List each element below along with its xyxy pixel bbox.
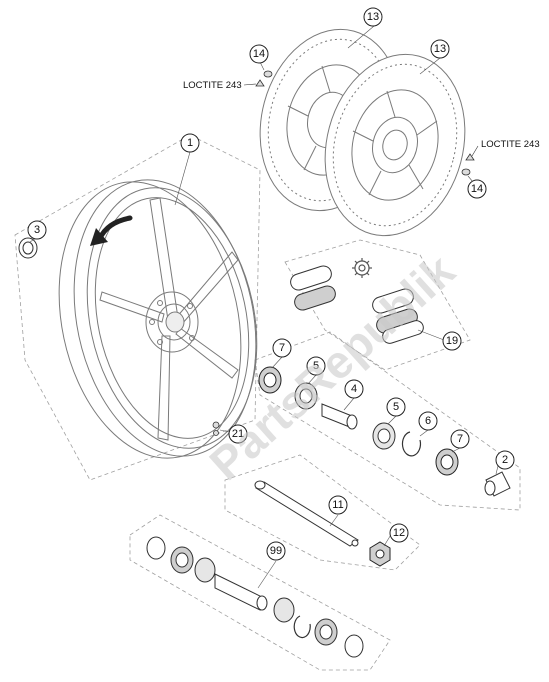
callout-19: 19	[442, 331, 462, 351]
loctite-label-left: LOCTITE 243	[183, 80, 242, 91]
brake-disc-right	[324, 53, 466, 237]
callout-21: 21	[228, 424, 248, 444]
spacer-group-frame	[224, 454, 421, 571]
svg-text:3: 3	[34, 224, 40, 236]
svg-text:19: 19	[446, 335, 458, 347]
svg-text:13: 13	[367, 11, 379, 23]
callout-13-right: 13	[430, 39, 450, 59]
callout-12: 12	[389, 523, 409, 543]
callout-1: 1	[180, 133, 200, 153]
brake-pads	[290, 265, 424, 344]
loctite-label-right: LOCTITE 243	[481, 139, 540, 150]
bearing-5-left	[294, 382, 318, 410]
svg-text:1: 1	[187, 137, 193, 149]
svg-text:6: 6	[425, 415, 431, 427]
svg-text:13: 13	[434, 43, 446, 55]
callouts: 1 3 13 13 14 14 19 7 5 4 5 6 7 2 21 11 1…	[27, 7, 515, 561]
watermark: PartsRepublik	[200, 244, 465, 490]
bearing-group-frame	[254, 331, 521, 511]
callout-6: 6	[418, 411, 438, 431]
callout-5-right: 5	[386, 397, 406, 417]
svg-text:4: 4	[351, 383, 357, 395]
disc-bolt-left	[255, 70, 273, 87]
callout-7-left: 7	[272, 338, 292, 358]
svg-text:5: 5	[393, 401, 399, 413]
svg-text:14: 14	[253, 48, 265, 60]
bearing-5-right	[372, 422, 396, 450]
bearing-seal-7-left	[258, 366, 282, 394]
callout-11: 11	[328, 495, 348, 515]
svg-text:21: 21	[232, 428, 244, 440]
screw-21	[212, 421, 220, 436]
kit-group-frame	[129, 514, 391, 671]
callout-7-right: 7	[450, 429, 470, 449]
svg-text:7: 7	[457, 433, 463, 445]
spacer-tube-4	[321, 403, 358, 430]
spacer-2	[484, 471, 511, 497]
bearing-seal-7-right	[435, 448, 459, 476]
svg-text:11: 11	[332, 499, 343, 511]
svg-text:14: 14	[471, 183, 483, 195]
callout-14-right: 14	[467, 179, 487, 199]
callout-3: 3	[27, 220, 47, 240]
svg-text:12: 12	[393, 527, 405, 539]
svg-text:7: 7	[279, 342, 285, 354]
spacer-3	[18, 237, 38, 259]
svg-text:99: 99	[270, 545, 282, 557]
wheel-group-frame	[14, 134, 261, 481]
disc-bolt-right	[461, 153, 475, 176]
callout-14-left: 14	[249, 44, 269, 64]
callout-99: 99	[266, 541, 286, 561]
group-frames	[14, 134, 521, 671]
callout-13-left: 13	[363, 7, 383, 27]
callout-5-left: 5	[306, 356, 326, 376]
gear-icon	[352, 258, 372, 278]
wheel-rim	[58, 179, 258, 459]
svg-text:2: 2	[502, 454, 508, 466]
pads-group-frame	[284, 239, 471, 371]
rotation-arrow-icon	[90, 215, 133, 246]
callout-4: 4	[344, 379, 364, 399]
repair-kit-99	[146, 536, 364, 658]
loctite-right-group: LOCTITE 243	[471, 139, 540, 157]
wheel-axle-11	[254, 480, 359, 547]
svg-text:5: 5	[313, 360, 319, 372]
axle-nut-12	[369, 541, 391, 567]
circlip-6	[401, 431, 422, 457]
loctite-left-group: LOCTITE 243	[183, 80, 257, 91]
callout-2: 2	[495, 450, 515, 470]
